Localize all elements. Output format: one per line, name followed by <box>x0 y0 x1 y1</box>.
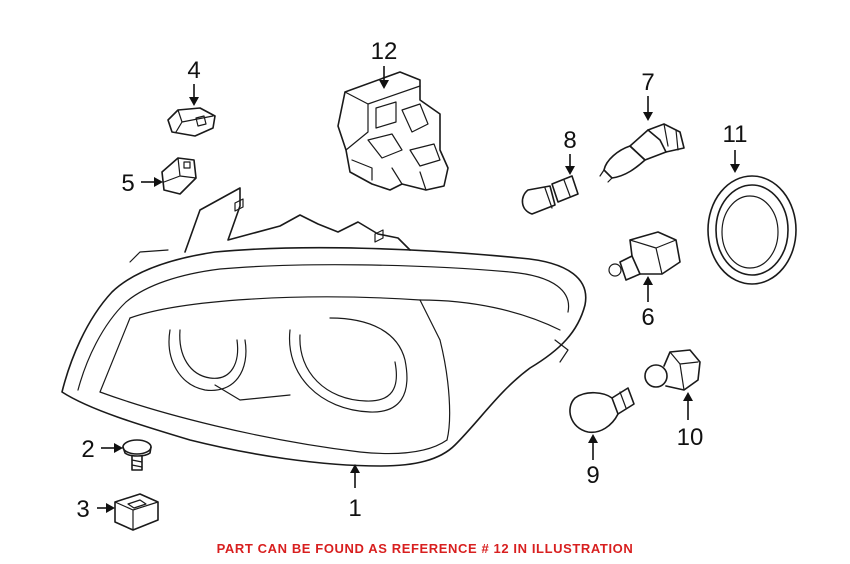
callout-11: 11 <box>723 121 748 148</box>
reference-note: PART CAN BE FOUND AS REFERENCE # 12 IN I… <box>216 541 634 556</box>
wedge-bulb-part <box>521 175 579 215</box>
control-module-part <box>337 71 449 191</box>
callout-1: 1 <box>348 495 361 522</box>
callout-5: 5 <box>121 170 134 197</box>
callout-3: 3 <box>76 496 89 523</box>
seal-ring-part <box>707 175 797 285</box>
callout-12: 12 <box>371 38 398 65</box>
callout-9: 9 <box>586 462 599 489</box>
bulb-socket-part <box>608 231 681 281</box>
indicator-bulb-part <box>569 387 635 434</box>
callout-8: 8 <box>563 127 576 154</box>
callout-numbers: 1 2 3 4 5 6 7 8 9 10 11 12 <box>76 38 747 523</box>
callout-6: 6 <box>641 304 654 331</box>
callout-7: 7 <box>641 69 654 96</box>
halogen-bulb-part <box>599 123 685 183</box>
callout-arrows <box>97 66 740 513</box>
clip-nut-part <box>114 493 159 531</box>
screw-part <box>122 439 152 471</box>
socket-bulb-part <box>644 349 701 391</box>
callout-4: 4 <box>187 57 200 84</box>
callout-10: 10 <box>677 424 704 451</box>
bracket-clip-part <box>167 107 216 137</box>
headlamp-housing <box>61 187 587 467</box>
callout-2: 2 <box>81 436 94 463</box>
mount-clip-part <box>161 157 197 195</box>
